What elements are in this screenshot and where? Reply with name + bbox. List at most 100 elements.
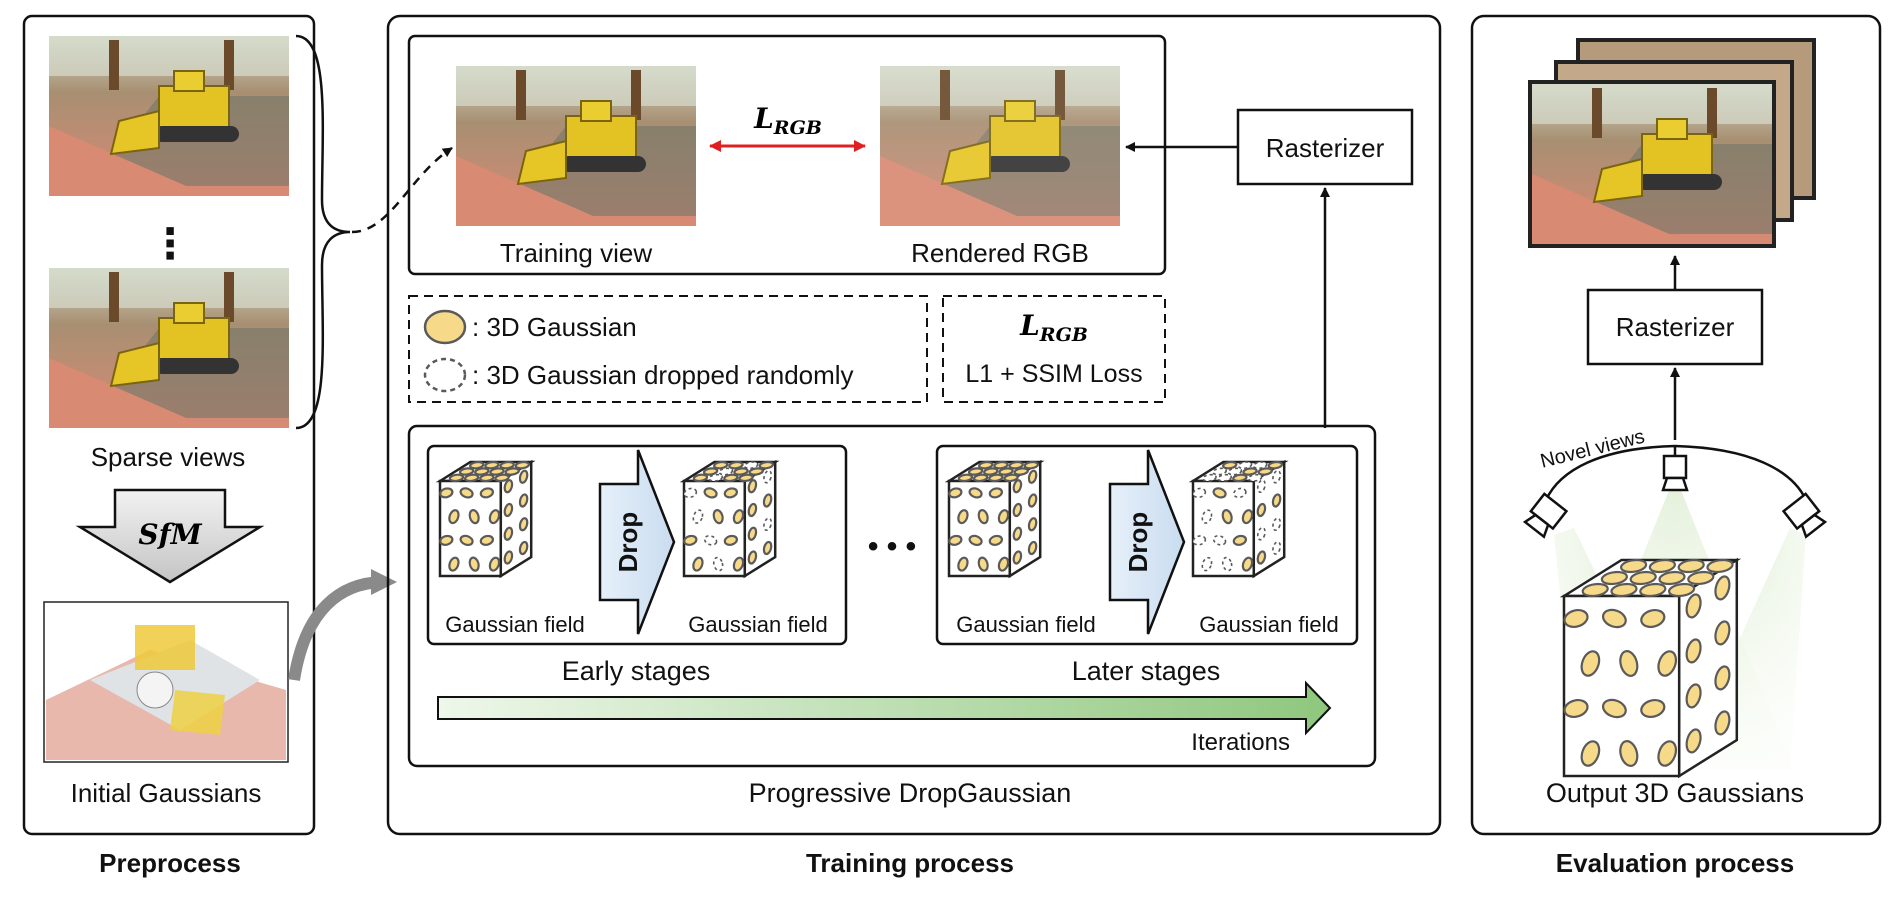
gaussian [968, 534, 983, 547]
gaussian [1012, 526, 1023, 541]
gaussian [977, 509, 989, 525]
gaussian [1212, 487, 1227, 499]
gaussian [1619, 558, 1648, 574]
dropped-gaussian [708, 473, 724, 482]
training-caption: Training process [806, 848, 1014, 878]
evaluation-panel [1470, 14, 1882, 836]
rendered-rgb-image [879, 65, 1121, 227]
gaussian [747, 550, 758, 565]
drop-arrow-early: Drop [598, 449, 676, 635]
gaussian [1012, 550, 1023, 565]
init-to-training-arrow [288, 569, 397, 681]
dropped-gaussian [1272, 469, 1282, 484]
gaussian [1619, 740, 1639, 767]
gaussian [747, 479, 758, 494]
gaussian [1601, 608, 1627, 629]
gaussian [503, 550, 514, 565]
gaussian [504, 467, 520, 476]
gaussian [479, 534, 495, 546]
gaussian [494, 473, 510, 483]
dropped-gaussian [1201, 509, 1213, 524]
gaussian [1242, 467, 1258, 476]
sparse-views-ellipsis: ⋮ [149, 220, 191, 267]
output-gaussian-cube [1559, 557, 1742, 779]
sparse-views-brace [295, 34, 351, 430]
output-cube [1559, 557, 1742, 779]
dropped-gaussian [1256, 479, 1266, 494]
stages-ellipsis: • • • [868, 530, 916, 563]
gaussian [762, 493, 773, 508]
gaussian [968, 487, 983, 499]
novel-views-label: Novel views [1538, 426, 1647, 473]
gaussian [503, 479, 514, 494]
gaussian [459, 534, 474, 547]
gaussian [479, 487, 495, 499]
gaussian-field-cube-1 [435, 459, 536, 579]
gaussian [1648, 558, 1677, 574]
progressive-module-box [407, 424, 1377, 768]
dropped-gaussian [1227, 467, 1243, 476]
gaussian-legend-label: : 3D Gaussian [472, 312, 637, 342]
dropped-gaussian [712, 556, 724, 572]
drop-label-later: Drop [1123, 512, 1153, 573]
loss-symbol: L [753, 102, 774, 135]
gaussian [732, 556, 745, 572]
gaussian [1600, 570, 1629, 586]
gaussian [997, 556, 1010, 572]
gaussian-field-cube-3 [944, 459, 1045, 579]
training-view-label: Training view [500, 238, 652, 268]
loss-definition-box [942, 295, 1166, 403]
gaussian [1687, 570, 1715, 586]
preprocess-caption: Preprocess [99, 848, 241, 878]
gaussian [1640, 699, 1666, 718]
gaussian [758, 460, 775, 470]
gaussian [463, 473, 480, 483]
training-panel [386, 14, 1442, 836]
gaussian [439, 534, 454, 546]
dropped-gaussian [692, 509, 704, 524]
gaussian [1657, 650, 1678, 677]
gaussian-field-cube-2 [679, 459, 780, 579]
iterations-label: Iterations [1191, 729, 1290, 756]
gaussian [702, 467, 719, 476]
gaussian [1657, 740, 1678, 767]
later-stages-label: Later stages [1072, 656, 1221, 686]
drop-label-early: Drop [613, 512, 643, 573]
gaussian [1580, 650, 1601, 677]
dropped-gaussian [1202, 473, 1217, 482]
sparse-views-label: Sparse views [91, 442, 246, 472]
early-stages-label: Early stages [562, 656, 711, 686]
dropped-gaussian [1217, 473, 1233, 482]
dropped-gaussian [1192, 487, 1207, 499]
dropped-gaussian [718, 467, 734, 476]
gaussian [1667, 582, 1696, 598]
dropped-gaussian [1221, 556, 1233, 572]
initial-gaussians-label: Initial Gaussians [71, 778, 262, 808]
gaussian [468, 509, 480, 525]
gaussian [1232, 534, 1248, 546]
sfm-label: SfM [138, 518, 202, 551]
dropped-gaussian [1247, 473, 1263, 482]
gaussian [748, 467, 764, 476]
training-rasterizer-box [1236, 108, 1414, 186]
gaussian-legend-icon [423, 309, 467, 345]
dropped-gaussian [763, 469, 773, 484]
gaussian [1685, 638, 1702, 664]
gaussian [448, 509, 460, 525]
gaussian [1256, 502, 1267, 518]
loss-label: LRGB [753, 102, 822, 139]
gaussian-field-cube-4 [1188, 459, 1289, 579]
dropped-legend-label: : 3D Gaussian dropped randomly [472, 360, 854, 390]
gaussian [1267, 460, 1284, 470]
dropped-gaussian [1237, 461, 1253, 470]
gaussian [1012, 479, 1023, 494]
gaussian [1685, 728, 1702, 754]
gaussian [474, 467, 490, 476]
gaussian [518, 540, 529, 556]
gaussian [732, 509, 745, 525]
gaussian [1271, 493, 1282, 508]
gaussian [488, 556, 501, 572]
sparse-view-2 [48, 267, 290, 429]
dropped-gaussian [1212, 467, 1227, 476]
dropped-gaussian [683, 487, 698, 499]
